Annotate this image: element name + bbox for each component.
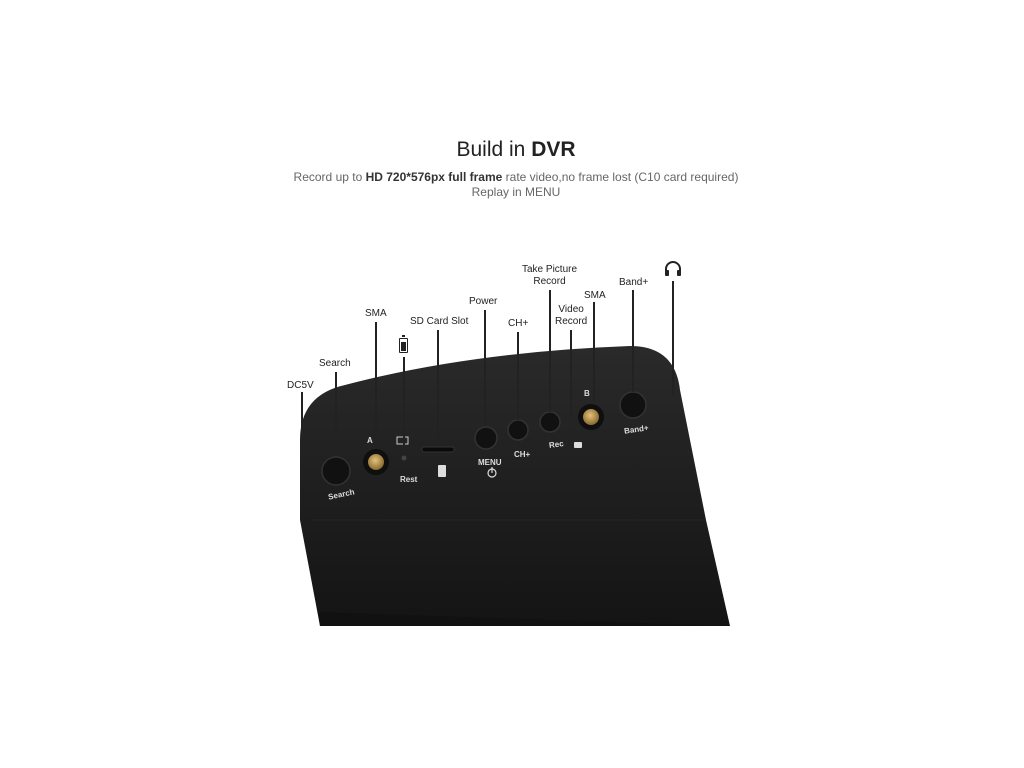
callout-band-plus: Band+ [619,277,649,288]
sd-card-slot [421,446,455,453]
battery-icon-tip [402,335,405,337]
callout-sd-card-slot: SD Card Slot [410,316,469,327]
device-label-antenna-b: B [584,389,590,398]
device-label-menu: MENU [478,458,502,467]
band-plus-hardware-button [619,391,647,419]
page-title: Build in DVR [0,138,1024,162]
search-hardware-button [321,456,351,486]
subtitle-line-1: Record up to HD 720*576px full frame rat… [0,170,1024,185]
headphone-icon [665,261,681,276]
callout-power: Power [469,296,498,307]
subtitle-bold: HD 720*576px full frame [365,170,503,184]
callout-video-record-line2: Record [555,316,588,327]
battery-icon-fill [401,342,406,351]
callout-ch-plus: CH+ [508,318,529,329]
rest-pinhole [401,455,407,461]
callout-sma-left: SMA [365,308,387,319]
callout-video-record-line1: Video [558,304,584,315]
subtitle-line-2: Replay in MENU [471,185,561,199]
page-subtitle: Record up to HD 720*576px full frame rat… [0,170,1024,200]
title-bold: DVR [531,138,576,161]
ch-plus-hardware-button [507,419,529,441]
battery-glyph-on-device [396,436,409,445]
callout-take-picture: Take Picture Record [522,264,577,288]
callout-sma-right: SMA [584,290,606,301]
antenna-b-connector [583,409,599,425]
camera-glyph-on-device [574,442,582,448]
device-label-rest: Rest [400,475,418,484]
menu-hardware-button [474,426,498,450]
title-prefix: Build in [456,138,532,161]
callout-take-picture-line2: Record [533,276,566,287]
subtitle-suffix: rate video,no frame lost (C10 card requi… [502,170,739,184]
device-label-antenna-a: A [367,436,373,445]
device-label-ch-plus: CH+ [514,450,531,459]
callout-dc5v: DC5V [287,380,314,391]
callout-video-record: Video Record [555,304,587,328]
device-body [300,346,730,626]
callout-take-picture-line1: Take Picture [522,264,578,275]
subtitle-prefix: Record up to [293,170,366,184]
device-lower-panel [318,612,732,626]
callout-search: Search [319,358,351,369]
rec-hardware-button [539,411,561,433]
battery-icon [399,335,408,353]
sd-glyph-on-device [438,465,446,477]
antenna-a-connector [368,454,384,470]
